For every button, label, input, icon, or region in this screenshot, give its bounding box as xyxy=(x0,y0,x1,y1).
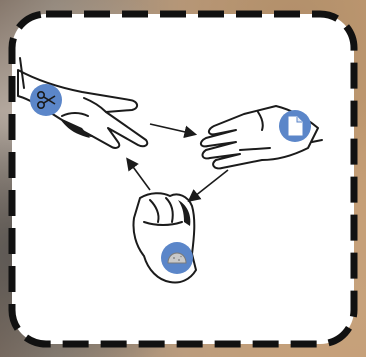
rock-icon xyxy=(166,249,188,267)
scissors-badge xyxy=(30,84,62,116)
paper-badge xyxy=(279,110,311,142)
scissors-icon xyxy=(35,89,57,111)
rock-badge xyxy=(161,242,193,274)
arrow-scissors-to-paper xyxy=(150,124,194,134)
paper-sheet-icon xyxy=(285,115,305,137)
arrow-paper-to-rock xyxy=(190,170,228,200)
dashed-border xyxy=(12,14,354,344)
arrow-rock-to-scissors xyxy=(128,160,150,190)
